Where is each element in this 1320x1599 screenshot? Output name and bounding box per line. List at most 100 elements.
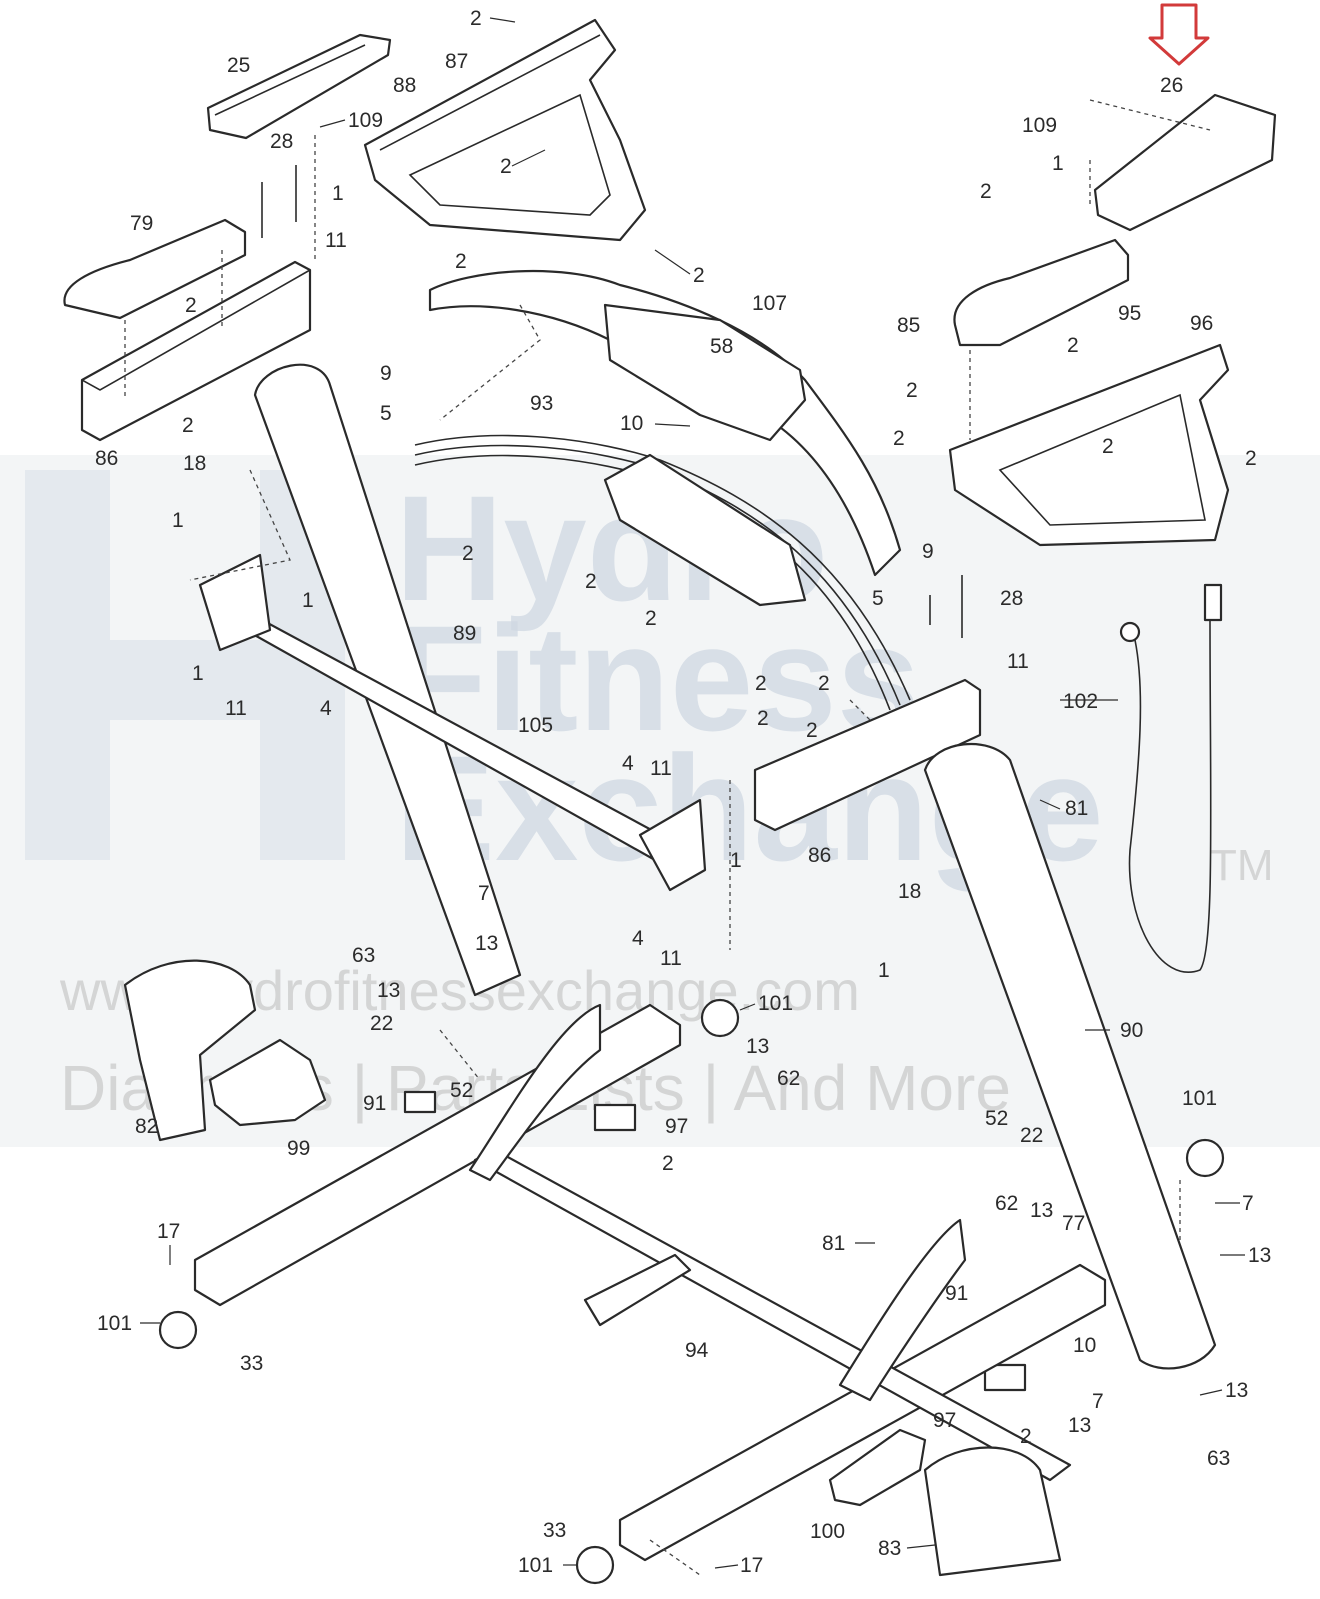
part-25-cover (206, 33, 392, 140)
part-91-plate-left (403, 1090, 437, 1114)
callout-2: 2 (182, 414, 194, 437)
part-base-left-hoop (468, 1003, 602, 1182)
callout-79: 79 (130, 212, 153, 235)
callout-28: 28 (1000, 587, 1023, 610)
callout-2: 2 (1102, 435, 1114, 458)
leader-line (1039, 799, 1061, 810)
part-88-inner (408, 93, 611, 216)
callout-63: 63 (1207, 1447, 1230, 1470)
callout-90: 90 (1120, 1019, 1143, 1042)
part-105-right-bracket (638, 798, 707, 892)
callout-105: 105 (518, 714, 553, 737)
callout-labels: 2 25 87 88 109 1 28 11 79 2 86 2 2 2 2 1… (95, 7, 1271, 1577)
callout-1: 1 (878, 959, 890, 982)
callout-87: 87 (445, 50, 468, 73)
callout-5: 5 (380, 402, 392, 425)
callout-2: 2 (806, 719, 818, 742)
callout-2: 2 (818, 672, 830, 695)
watermark-word-2: Fitness (395, 594, 920, 762)
callout-94: 94 (685, 1339, 709, 1362)
callout-102: 102 (1063, 690, 1098, 713)
callout-2: 2 (980, 180, 992, 203)
callout-9: 9 (922, 540, 934, 563)
part-97-bracket-right (983, 1363, 1027, 1392)
down-arrow-icon (1148, 3, 1210, 66)
callout-2: 2 (645, 607, 657, 630)
callout-81: 81 (1065, 797, 1088, 820)
callout-58: 58 (710, 335, 733, 358)
callout-1: 1 (192, 662, 204, 685)
leader-line (654, 423, 691, 427)
leader-line (511, 149, 546, 167)
callout-5: 5 (872, 587, 884, 610)
callout-83: 83 (878, 1537, 901, 1560)
callout-7: 7 (478, 882, 490, 905)
part-107-grip-pod (603, 303, 807, 442)
callout-63: 63 (352, 944, 375, 967)
callout-109: 109 (348, 109, 383, 132)
part-100-base-cap (828, 1428, 927, 1507)
part-85-handle-cap (953, 238, 1130, 347)
callout-101: 101 (518, 1554, 553, 1577)
assembly-line (649, 1539, 701, 1576)
callout-22: 22 (370, 1012, 393, 1035)
assembly-line (439, 1029, 481, 1081)
callout-22: 22 (1020, 1124, 1043, 1147)
part-102-connector (1119, 621, 1141, 643)
callout-1: 1 (172, 509, 184, 532)
callout-13: 13 (1068, 1414, 1091, 1437)
callout-17: 17 (740, 1554, 763, 1577)
callout-93: 93 (530, 392, 553, 415)
part-101-wheel (158, 1310, 198, 1350)
callout-1: 1 (302, 589, 314, 612)
callout-1: 1 (1052, 152, 1064, 175)
part-25-edge (214, 44, 366, 116)
part-94-stub (583, 1253, 692, 1327)
part-96-inner (998, 393, 1206, 526)
callout-13: 13 (746, 1035, 769, 1058)
callout-101: 101 (97, 1312, 132, 1335)
leader-line (906, 1544, 936, 1549)
callout-101: 101 (758, 992, 793, 1015)
callout-10: 10 (620, 412, 643, 435)
callout-2: 2 (906, 379, 918, 402)
callout-99: 99 (287, 1137, 310, 1160)
callout-95: 95 (1118, 302, 1141, 325)
callout-2: 2 (662, 1152, 674, 1175)
callout-33: 33 (240, 1352, 263, 1375)
part-86-left-crossbar (80, 260, 312, 442)
callout-2: 2 (185, 294, 197, 317)
callout-100: 100 (810, 1520, 845, 1543)
callout-2: 2 (1067, 334, 1079, 357)
callout-25: 25 (227, 54, 250, 77)
callout-52: 52 (985, 1107, 1008, 1130)
part-99-base-cap (208, 1038, 327, 1127)
callout-9: 9 (380, 362, 392, 385)
part-102-clip (1203, 583, 1223, 622)
callout-107: 107 (752, 292, 787, 315)
callout-7: 7 (1242, 1192, 1254, 1215)
part-97-bracket-left (593, 1103, 637, 1132)
callout-52: 52 (450, 1079, 473, 1102)
callout-2: 2 (693, 264, 705, 287)
callout-88: 88 (393, 74, 416, 97)
callout-85: 85 (897, 314, 920, 337)
part-90-right-upright (923, 742, 1217, 1370)
hydro-logo-icon (25, 470, 345, 860)
leader-lines (140, 17, 1245, 1569)
callout-11: 11 (225, 697, 247, 720)
part-26-cover (1093, 93, 1277, 232)
part-105-left-bracket (198, 553, 272, 652)
callout-77: 77 (1062, 1212, 1085, 1235)
callout-11: 11 (650, 757, 672, 780)
callout-1: 1 (332, 182, 344, 205)
callout-2: 2 (500, 155, 512, 178)
callout-81: 81 (822, 1232, 845, 1255)
callout-4: 4 (320, 697, 332, 720)
watermark-trademark: TM (1210, 841, 1274, 890)
callout-4: 4 (632, 927, 644, 950)
callout-13: 13 (475, 932, 498, 955)
callout-13: 13 (1225, 1379, 1248, 1402)
